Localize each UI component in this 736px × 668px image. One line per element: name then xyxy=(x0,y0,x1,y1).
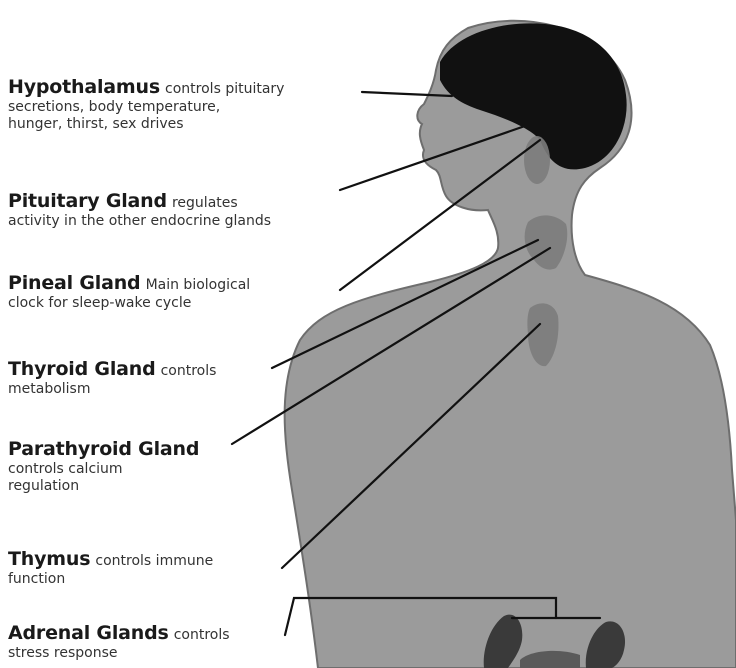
parathyroid-line-1: controls calcium xyxy=(8,461,199,478)
adrenal-desc: controls xyxy=(174,627,230,643)
label-pineal: Pineal Gland Main biological clock for s… xyxy=(8,272,250,312)
pineal-line-1: clock for sleep-wake cycle xyxy=(8,295,250,312)
parathyroid-line-2: regulation xyxy=(8,478,199,495)
label-adrenal: Adrenal Glands controls stress response xyxy=(8,622,230,662)
adrenal-name: Adrenal Glands xyxy=(8,622,169,644)
thyroid-name: Thyroid Gland xyxy=(8,358,155,380)
thyroid-desc: controls xyxy=(161,363,217,379)
thymus-line-1: function xyxy=(8,571,213,588)
label-thyroid: Thyroid Gland controls metabolism xyxy=(8,358,216,398)
pineal-name: Pineal Gland xyxy=(8,272,140,294)
thyroid-line-1: metabolism xyxy=(8,381,216,398)
thymus-desc: controls immune xyxy=(95,553,213,569)
label-thymus: Thymus controls immune function xyxy=(8,548,213,588)
pituitary-line-1: activity in the other endocrine glands xyxy=(8,213,271,230)
thymus-name: Thymus xyxy=(8,548,90,570)
label-hypothalamus: Hypothalamus controls pituitary secretio… xyxy=(8,76,284,132)
adrenal-line-1: stress response xyxy=(8,645,230,662)
pituitary-desc: regulates xyxy=(172,195,238,211)
hypothalamus-line-1: secretions, body temperature, xyxy=(8,99,284,116)
hypothalamus-name: Hypothalamus xyxy=(8,76,160,98)
hypothalamus-line-2: hunger, thirst, sex drives xyxy=(8,116,284,133)
label-pituitary: Pituitary Gland regulates activity in th… xyxy=(8,190,271,230)
parathyroid-name: Parathyroid Gland xyxy=(8,438,199,460)
label-parathyroid: Parathyroid Gland controls calcium regul… xyxy=(8,438,199,494)
hypothalamus-desc: controls pituitary xyxy=(165,81,284,97)
pituitary-name: Pituitary Gland xyxy=(8,190,167,212)
pineal-desc: Main biological xyxy=(146,277,251,293)
